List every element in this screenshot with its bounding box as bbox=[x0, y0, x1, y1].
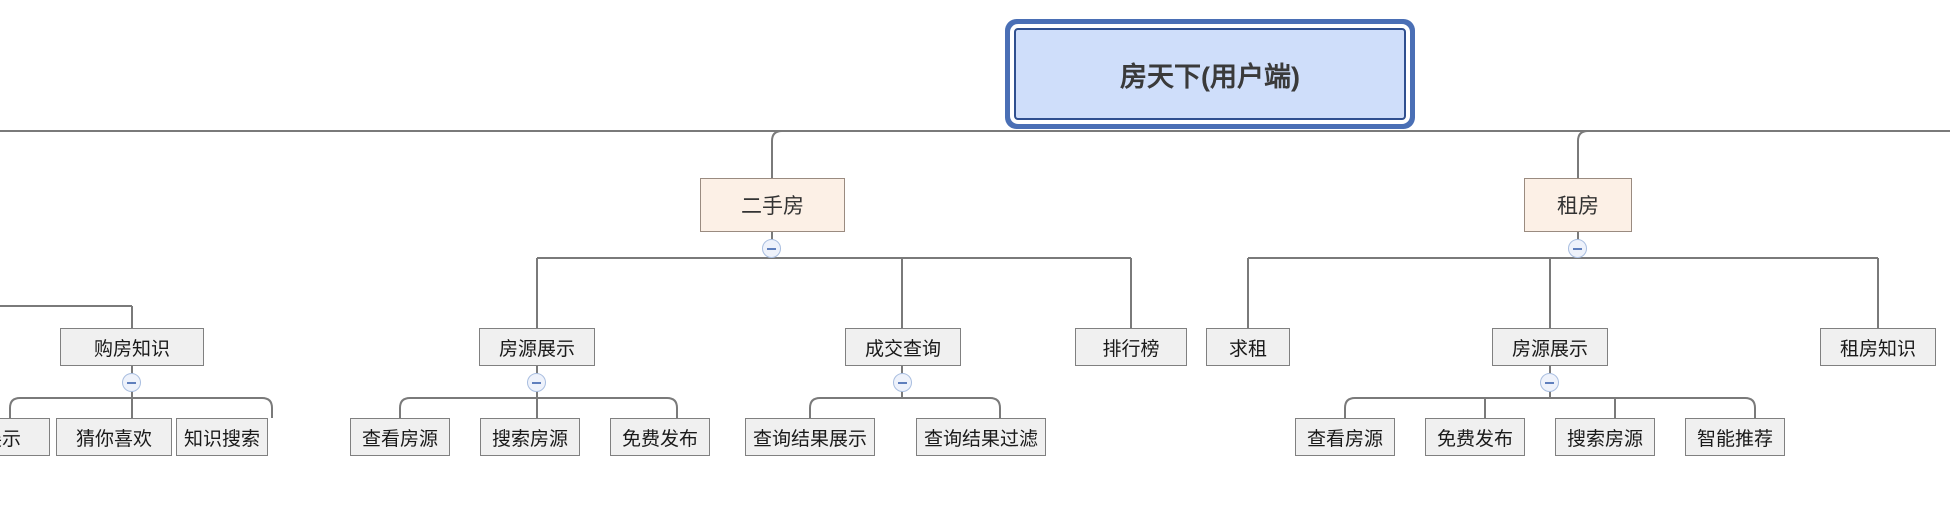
leaf-zhineng-tuijian[interactable]: 智能推荐 bbox=[1685, 418, 1785, 456]
collapse-toggle-chengjiao-chaxun[interactable] bbox=[893, 373, 912, 392]
minus-icon bbox=[1573, 247, 1582, 250]
node-paihangbang[interactable]: 排行榜 bbox=[1075, 328, 1187, 366]
minus-icon bbox=[532, 381, 541, 384]
node-zufang-zhishi[interactable]: 租房知识 bbox=[1820, 328, 1936, 366]
node-label-paihangbang: 排行榜 bbox=[1102, 338, 1160, 360]
minus-icon bbox=[767, 247, 776, 250]
root-node-label: 房天下(用户端) bbox=[1120, 61, 1300, 92]
leaf-label-chaxun-jieguo-zhanshi: 查询结果展示 bbox=[752, 428, 867, 450]
leaf-chaxun-jieguo-zhanshi[interactable]: 查询结果展示 bbox=[745, 418, 875, 456]
leaf-chaxun-jieguo-guolv[interactable]: 查询结果过滤 bbox=[916, 418, 1046, 456]
leaf-sousuo-fangyuan-1[interactable]: 搜索房源 bbox=[480, 418, 580, 456]
node-gou-fang-zhi-shi[interactable]: 购房知识 bbox=[60, 328, 204, 366]
node-fangyuan-zhanshi-zufang[interactable]: 房源展示 bbox=[1492, 328, 1608, 366]
branch-label-ershoufang: 二手房 bbox=[741, 195, 804, 218]
collapse-toggle-fangyuan-zhanshi-2[interactable] bbox=[1540, 373, 1559, 392]
leaf-label-mianfei-fabu-2: 免费发布 bbox=[1436, 428, 1513, 450]
node-chengjiao-chaxun[interactable]: 成交查询 bbox=[845, 328, 961, 366]
root-node[interactable]: 房天下(用户端) bbox=[1014, 28, 1406, 120]
leaf-label-chakan-fangyuan-2: 查看房源 bbox=[1306, 428, 1383, 450]
collapse-toggle-zufang[interactable] bbox=[1568, 239, 1587, 258]
node-label-fangyuan-zhanshi-1: 房源展示 bbox=[498, 338, 575, 360]
leaf-mianfei-fabu-2[interactable]: 免费发布 bbox=[1425, 418, 1525, 456]
collapse-toggle-ershoufang[interactable] bbox=[762, 239, 781, 258]
branch-node-ershoufang[interactable]: 二手房 bbox=[700, 178, 845, 232]
node-qiuzu[interactable]: 求租 bbox=[1206, 328, 1290, 366]
leaf-label-chaxun-jieguo-guolv: 查询结果过滤 bbox=[923, 428, 1038, 450]
minus-icon bbox=[898, 381, 907, 384]
leaf-cai-ni-xi-huan[interactable]: 猜你喜欢 bbox=[56, 418, 172, 456]
node-label-gou-fang-zhi-shi: 购房知识 bbox=[93, 338, 170, 360]
minus-icon bbox=[127, 381, 136, 384]
collapse-toggle-fangyuan-zhanshi-1[interactable] bbox=[527, 373, 546, 392]
leaf-label-zhanshi: 展示 bbox=[0, 428, 21, 450]
node-label-zufang-zhishi: 租房知识 bbox=[1839, 338, 1916, 360]
leaf-label-mianfei-fabu-1: 免费发布 bbox=[621, 428, 698, 450]
collapse-toggle-gou-fang-zhi-shi[interactable] bbox=[122, 373, 141, 392]
branch-node-zufang[interactable]: 租房 bbox=[1524, 178, 1632, 232]
leaf-sousuo-fangyuan-2[interactable]: 搜索房源 bbox=[1555, 418, 1655, 456]
leaf-label-chakan-fangyuan-1: 查看房源 bbox=[361, 428, 438, 450]
leaf-label-zhi-shi-sou-suo: 知识搜索 bbox=[183, 428, 260, 450]
leaf-chakan-fangyuan-2[interactable]: 查看房源 bbox=[1295, 418, 1395, 456]
branch-label-zufang: 租房 bbox=[1557, 195, 1599, 218]
leaf-zhi-shi-sou-suo[interactable]: 知识搜索 bbox=[176, 418, 268, 456]
node-label-chengjiao-chaxun: 成交查询 bbox=[864, 338, 941, 360]
minus-icon bbox=[1545, 381, 1554, 384]
leaf-zhanshi-clipped[interactable]: 展示 bbox=[0, 418, 50, 456]
leaf-label-zhineng-tuijian: 智能推荐 bbox=[1696, 428, 1773, 450]
leaf-label-cai-ni-xi-huan: 猜你喜欢 bbox=[75, 428, 152, 450]
leaf-label-sousuo-fangyuan-2: 搜索房源 bbox=[1566, 428, 1643, 450]
leaf-chakan-fangyuan-1[interactable]: 查看房源 bbox=[350, 418, 450, 456]
node-fangyuan-zhanshi-ershoufang[interactable]: 房源展示 bbox=[479, 328, 595, 366]
node-label-qiuzu: 求租 bbox=[1228, 338, 1267, 360]
node-label-fangyuan-zhanshi-2: 房源展示 bbox=[1511, 338, 1588, 360]
leaf-label-sousuo-fangyuan-1: 搜索房源 bbox=[491, 428, 568, 450]
leaf-mianfei-fabu-1[interactable]: 免费发布 bbox=[610, 418, 710, 456]
